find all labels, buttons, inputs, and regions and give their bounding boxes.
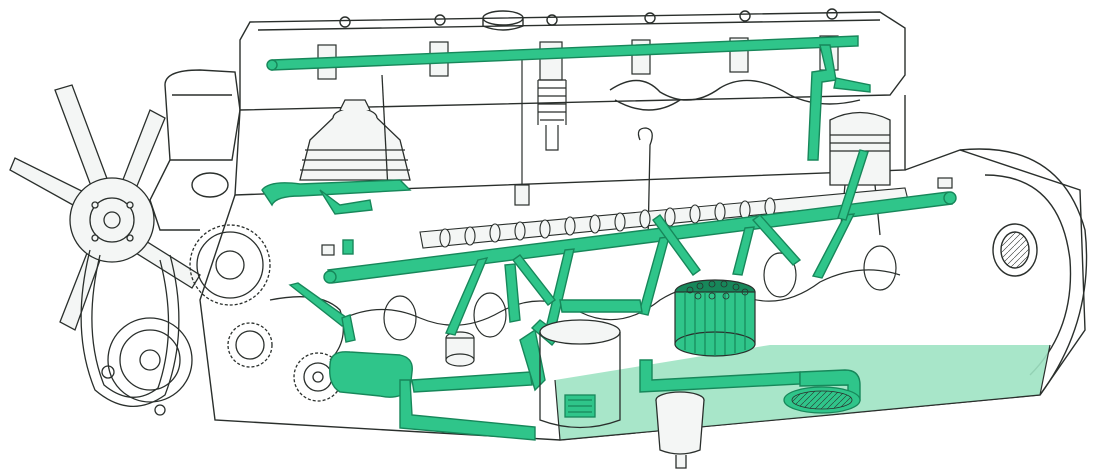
bearing-feed [638, 236, 670, 316]
valve-cover-bolts [339, 8, 838, 28]
bearing-feed [837, 149, 869, 221]
cylinder-head [234, 95, 906, 196]
timing-gears [189, 224, 344, 402]
bearing-feed [445, 257, 489, 336]
rocker-shaft-oil-gallery [271, 35, 859, 71]
oil-drain-plug-housing [655, 391, 705, 469]
pushrod [514, 50, 530, 206]
valve-spring [537, 79, 567, 151]
oil-passages [261, 35, 957, 441]
oil-pressure-relief-valve [445, 331, 475, 367]
oil-bath-air-cleaner [299, 74, 411, 191]
bypass-filter-canister [539, 319, 621, 429]
engine-block [149, 8, 1088, 441]
oil-pump [329, 351, 413, 398]
bearing-feed [545, 248, 575, 331]
pump-delivery-pipe [399, 379, 536, 441]
crankshaft-pulley [101, 317, 193, 416]
oil-filter [674, 279, 756, 357]
oil-filler-cap [482, 10, 524, 31]
oil-pressure-sender [321, 177, 953, 256]
crankshaft [339, 245, 901, 341]
camshaft-gear [189, 224, 271, 306]
filter-riser [504, 263, 521, 323]
water-outlet [164, 69, 241, 161]
head-oil-line [261, 179, 412, 207]
camshaft [419, 187, 909, 249]
crankshaft-gear [227, 322, 273, 368]
flywheel-housing [959, 148, 1088, 396]
cooling-fan [9, 84, 201, 331]
camshaft-lobes [439, 197, 776, 248]
timing-gear-oil-line [288, 282, 352, 327]
bearing-feed [732, 226, 755, 276]
dipstick [637, 127, 653, 241]
rocker-feed-line [807, 44, 837, 161]
oil-pump-strainer [783, 386, 861, 414]
bearing-feed [811, 213, 856, 279]
